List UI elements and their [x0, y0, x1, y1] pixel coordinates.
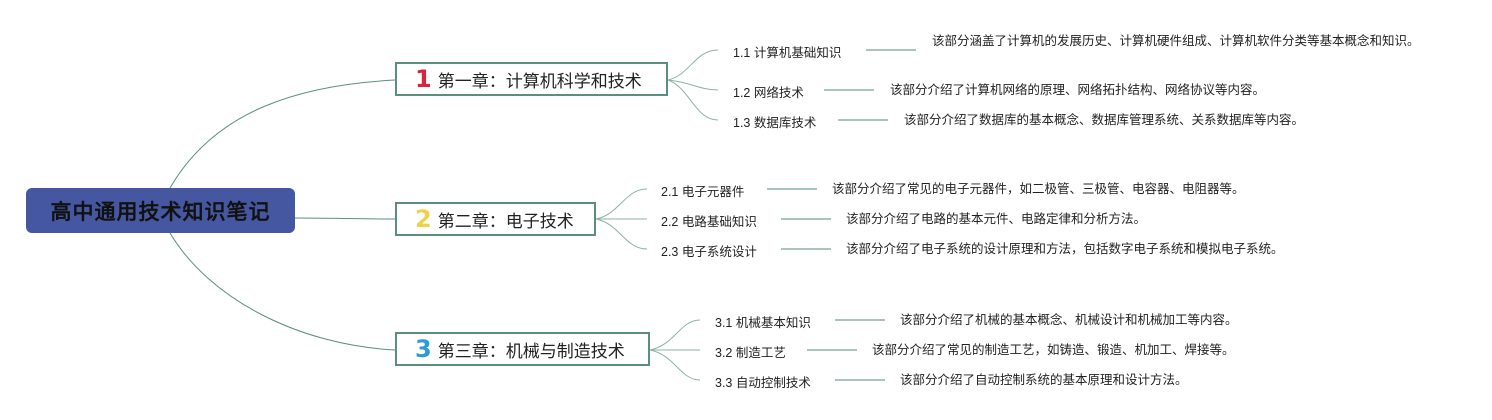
topic-node[interactable]: 3.2 制造工艺 [715, 346, 786, 360]
topic-desc-connector [835, 379, 885, 381]
chapter-number-3-icon: 3 [415, 335, 432, 363]
topic-node[interactable]: 1.3 数据库技术 [733, 116, 817, 130]
chapter-1-topic-1-line [667, 49, 719, 81]
chapter-title: 第三章：机械与制造技术 [437, 341, 625, 362]
chapter-node-3[interactable]: 3 第三章：机械与制造技术 [395, 332, 650, 366]
topic-desc-connector [807, 349, 857, 351]
chapter-node-2[interactable]: 2 第二章：电子技术 [395, 202, 596, 236]
topic-node[interactable]: 2.3 电子系统设计 [661, 245, 757, 259]
chapter-title: 第二章：电子技术 [437, 211, 574, 232]
topic-description[interactable]: 该部分介绍了自动控制系统的基本原理和设计方法。 [900, 373, 1188, 387]
topic-description[interactable]: 该部分介绍了电路的基本元件、电路定律和分析方法。 [846, 212, 1147, 226]
topic-node[interactable]: 3.1 机械基本知识 [715, 316, 811, 330]
chapter-number-2-icon: 2 [415, 205, 432, 233]
root-node[interactable]: 高中通用技术知识笔记 [26, 188, 295, 233]
topic-node[interactable]: 2.1 电子元器件 [661, 185, 745, 199]
topic-desc-connector [781, 248, 831, 250]
chapter-1-topic-2-line [667, 79, 719, 91]
topic-desc-connector [866, 49, 916, 51]
topic-description[interactable]: 该部分介绍了计算机网络的原理、网络拓扑结构、网络协议等内容。 [890, 83, 1266, 97]
topic-description[interactable]: 该部分介绍了机械的基本概念、机械设计和机械加工等内容。 [900, 313, 1238, 327]
chapter-1-topic-3-line [667, 79, 719, 121]
topic-desc-connector [767, 188, 817, 190]
chapter-title: 第一章：计算机科学和技术 [437, 71, 642, 92]
root-to-chapter-2-line [294, 217, 396, 220]
topic-desc-connector [835, 319, 885, 321]
root-to-chapter-1-line [169, 79, 396, 189]
chapter-number-1-icon: 1 [415, 65, 432, 93]
root-to-chapter-3-line [169, 232, 396, 351]
topic-node[interactable]: 2.2 电路基础知识 [661, 215, 757, 229]
topic-desc-connector [824, 89, 874, 91]
topic-desc-connector [838, 119, 888, 121]
chapter-2-topic-3-line [595, 218, 648, 250]
topic-description[interactable]: 该部分介绍了数据库的基本概念、数据库管理系统、关系数据库等内容。 [904, 113, 1305, 127]
topic-desc-connector [781, 218, 831, 220]
topic-description[interactable]: 该部分介绍了常见的制造工艺，如铸造、锻造、机加工、焊接等。 [872, 343, 1235, 357]
topic-description[interactable]: 该部分介绍了电子系统的设计原理和方法，包括数字电子系统和模拟电子系统。 [846, 242, 1284, 256]
topic-node[interactable]: 1.2 网络技术 [733, 86, 804, 100]
chapter-2-topic-1-line [595, 188, 648, 220]
chapter-3-topic-3-line [649, 349, 701, 381]
topic-description[interactable]: 该部分介绍了常见的电子元器件，如二极管、三极管、电容器、电阻器等。 [832, 182, 1245, 196]
chapter-node-1[interactable]: 1 第一章：计算机科学和技术 [395, 62, 668, 96]
chapter-3-topic-1-line [649, 319, 701, 351]
root-title: 高中通用技术知识笔记 [50, 199, 271, 224]
topic-description[interactable]: 该部分涵盖了计算机的发展历史、计算机硬件组成、计算机软件分类等基本概念和知识。 [932, 34, 1420, 48]
topic-node[interactable]: 1.1 计算机基础知识 [733, 46, 842, 60]
topic-node[interactable]: 3.3 自动控制技术 [715, 376, 811, 390]
